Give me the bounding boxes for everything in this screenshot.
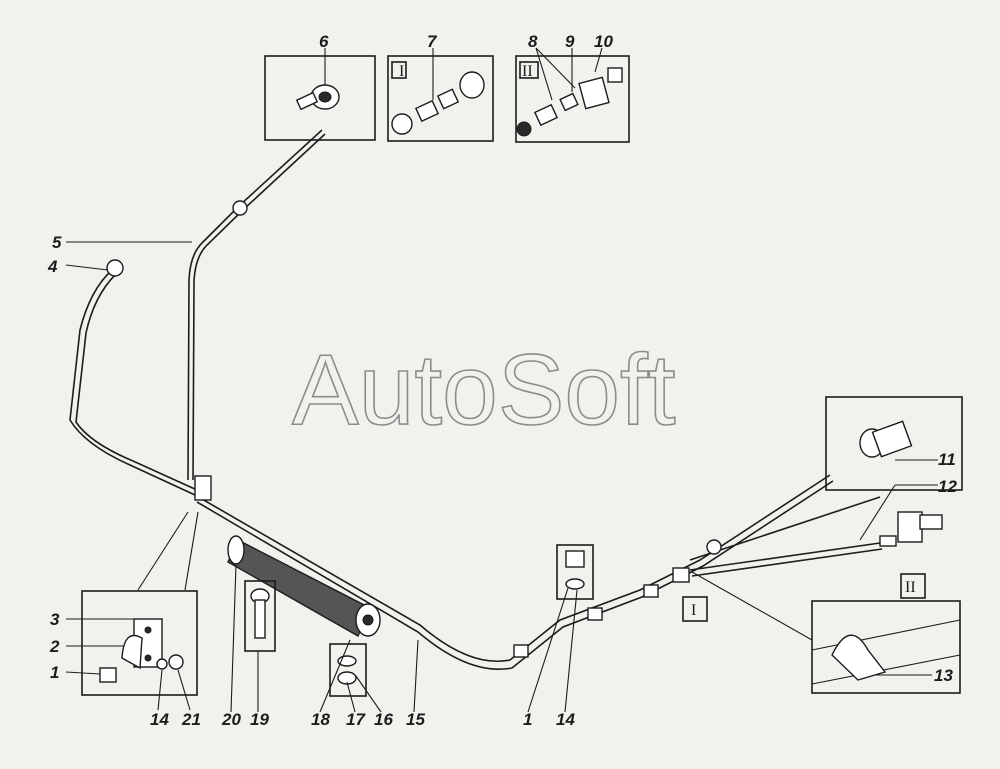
detail-box-13 [811,600,961,694]
detail-box-clamp [81,590,198,696]
pipe-clamps [106,200,722,658]
svg-text:I: I [691,602,696,619]
roman-marker-ref-ii: II [900,573,926,599]
callout-16: 16 [374,710,393,729]
detail-box-11 [825,396,963,491]
watermark-text: AutoSoft [292,334,676,446]
roman-marker-box-i: I [399,63,404,80]
roman-marker-ref-i: I [682,596,708,622]
svg-text:II: II [905,579,916,596]
callout-10: 10 [594,32,613,51]
callout-2: 2 [49,637,60,656]
callout-15: 15 [406,710,425,729]
callout-19: 19 [250,710,269,729]
callout-12: 12 [938,477,957,496]
hose-20 [227,535,381,637]
detail-box-7 [387,55,494,142]
callout-4: 4 [47,257,58,276]
svg-text:II: II [522,63,533,80]
detail-box-6 [264,55,376,141]
tee-fitting [879,511,943,547]
callout-18: 18 [311,710,330,729]
detail-box-8-9-10 [515,55,630,143]
callout-5: 5 [52,233,62,252]
callout-17: 17 [346,710,366,729]
callout-8: 8 [528,32,538,51]
callout-labels: 6 7 8 9 10 5 4 11 12 13 3 2 1 14 21 20 1… [47,32,957,729]
callout-6: 6 [319,32,329,51]
callout-1-left: 1 [50,663,59,682]
callout-3: 3 [50,610,60,629]
callout-14-center: 14 [556,710,575,729]
svg-text:I: I [399,63,404,80]
callout-14-left: 14 [150,710,169,729]
callout-7: 7 [427,32,438,51]
bolt-group-center [556,544,594,600]
callout-13: 13 [934,666,953,685]
brake-pipes [69,129,883,670]
washers-16-17 [329,643,367,697]
callout-20: 20 [221,710,241,729]
callout-21: 21 [181,710,201,729]
callout-11: 11 [938,450,956,469]
roman-marker-box-ii: II [522,63,533,80]
bolt-19 [244,580,276,652]
callout-1-center: 1 [523,710,532,729]
leader-lines [65,47,938,713]
callout-9: 9 [565,32,575,51]
